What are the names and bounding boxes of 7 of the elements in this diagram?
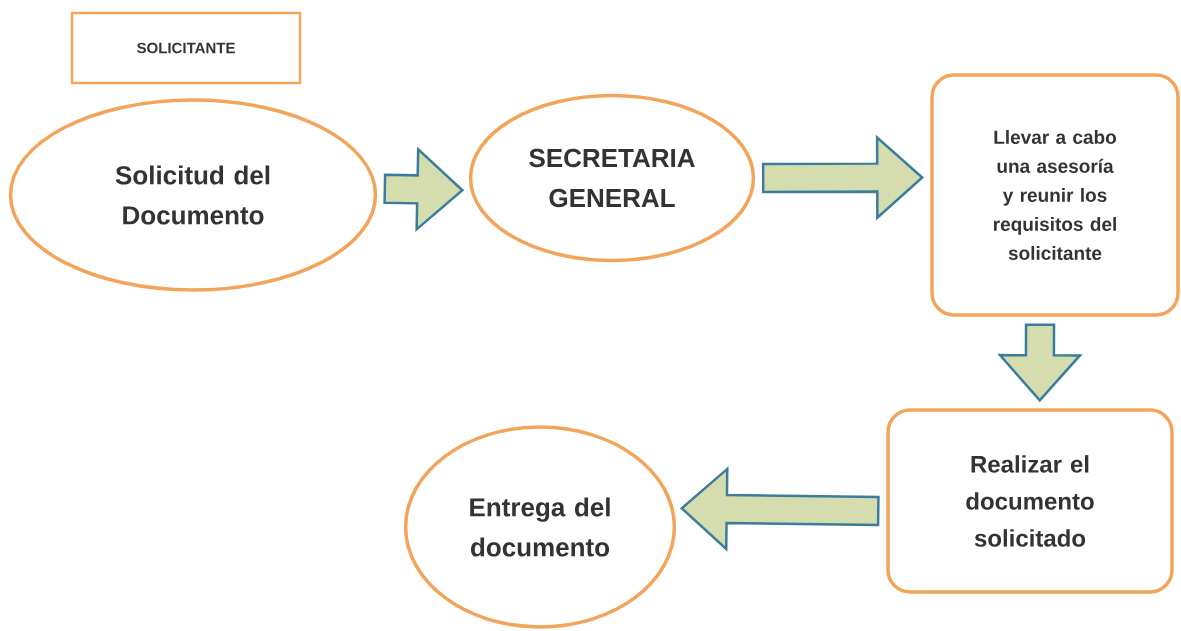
label-box: SOLICITANTE [70, 11, 302, 85]
block-arrow [997, 323, 1083, 403]
block-arrow [383, 146, 465, 233]
process-box: Realizar el documento solicitado [886, 408, 1174, 594]
block-arrow [679, 466, 880, 552]
process-box: Llevar a cabo una asesoría y reunir los requisitos del solicitante [930, 73, 1180, 317]
block-arrow [761, 134, 925, 221]
